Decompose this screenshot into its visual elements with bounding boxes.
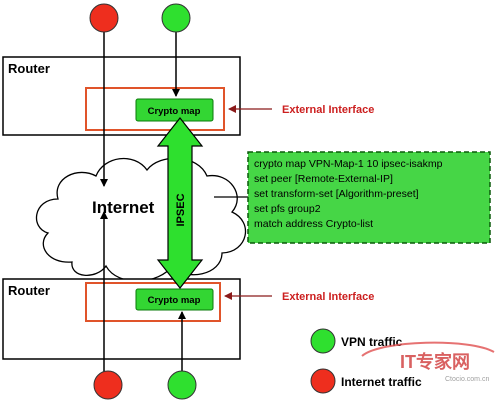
legend-internet-swatch [310,368,336,394]
bottom-crypto-map [135,288,214,311]
internet-traffic-source-circle [89,3,119,33]
legend-vpn-label: VPN traffic [341,335,403,349]
internet-traffic-dest-circle [93,370,123,400]
watermark-url: Ctocio.com.cn [445,376,489,383]
vpn-traffic-source-circle [161,3,191,33]
watermark: IT专家网 Ctocio.com.cn [361,341,495,383]
bottom-crypto-map-label: Crypto map [148,295,201,306]
internet-cloud [35,157,247,282]
vpn-traffic-dest-circle [167,370,197,400]
config-line-5: match address Crypto-list [254,218,373,230]
top-router-box [2,56,241,136]
config-box [247,151,491,244]
config-line-2: set peer [Remote-External-IP] [254,173,393,185]
config-line-4: set pfs group2 [254,203,321,215]
top-crypto-map [135,98,214,122]
legend-internet-label: Internet traffic [341,375,422,389]
top-crypto-map-label: Crypto map [148,106,201,117]
ipsec-label: IPSEC [175,193,187,226]
bottom-router-label: Router [8,283,50,298]
top-external-interface [85,87,225,131]
ipsec-tunnel-arrow [156,117,204,289]
config-line-3: set transform-set [Algorithm-preset] [254,188,419,200]
watermark-logo: IT专家网 [400,351,470,372]
internet-label: Internet [92,198,155,217]
top-external-interface-label: External Interface [282,104,374,116]
legend-vpn-swatch [310,328,336,354]
bottom-external-interface [85,282,221,322]
config-line-1: crypto map VPN-Map-1 10 ipsec-isakmp [254,158,443,170]
top-router-label: Router [8,61,50,76]
bottom-external-interface-label: External Interface [282,291,374,303]
